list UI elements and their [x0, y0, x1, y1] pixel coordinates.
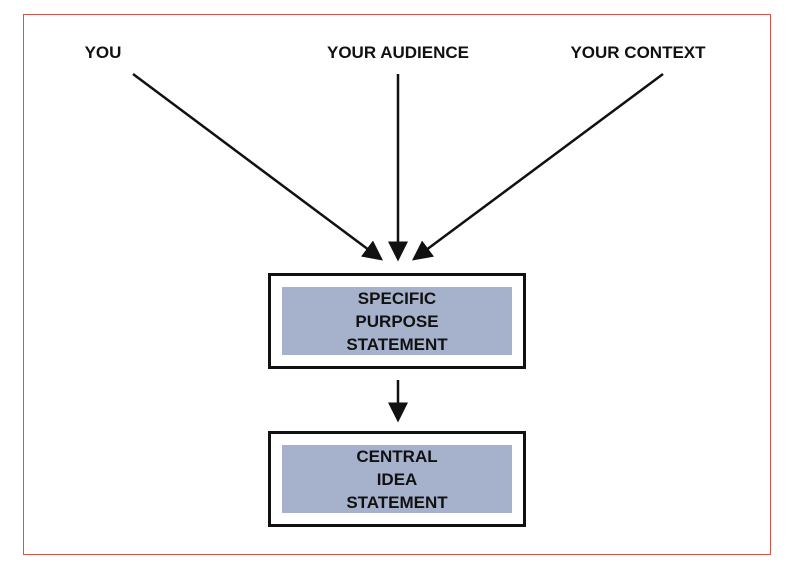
specific-purpose-line: PURPOSE — [355, 311, 439, 331]
diagram-frame — [23, 14, 771, 555]
central-idea-line: CENTRAL — [356, 446, 438, 466]
arrow-context-to-purpose — [411, 72, 664, 261]
source-label-you: YOU — [84, 43, 122, 62]
central-idea-text: CENTRAL IDEA STATEMENT — [346, 445, 447, 514]
arrow-you-to-purpose — [132, 72, 384, 261]
central-idea-line: STATEMENT — [346, 492, 448, 512]
specific-purpose-box: SPECIFIC PURPOSE STATEMENT — [268, 273, 526, 369]
central-idea-line: IDEA — [376, 469, 418, 489]
source-label-context: YOUR CONTEXT — [570, 43, 706, 62]
source-label-audience: YOUR AUDIENCE — [327, 43, 469, 62]
specific-purpose-box-fill: SPECIFIC PURPOSE STATEMENT — [282, 287, 512, 355]
specific-purpose-line: SPECIFIC — [357, 288, 437, 308]
specific-purpose-text: SPECIFIC PURPOSE STATEMENT — [346, 287, 447, 356]
central-idea-box: CENTRAL IDEA STATEMENT — [268, 431, 526, 527]
specific-purpose-line: STATEMENT — [346, 334, 448, 354]
central-idea-box-fill: CENTRAL IDEA STATEMENT — [282, 445, 512, 513]
